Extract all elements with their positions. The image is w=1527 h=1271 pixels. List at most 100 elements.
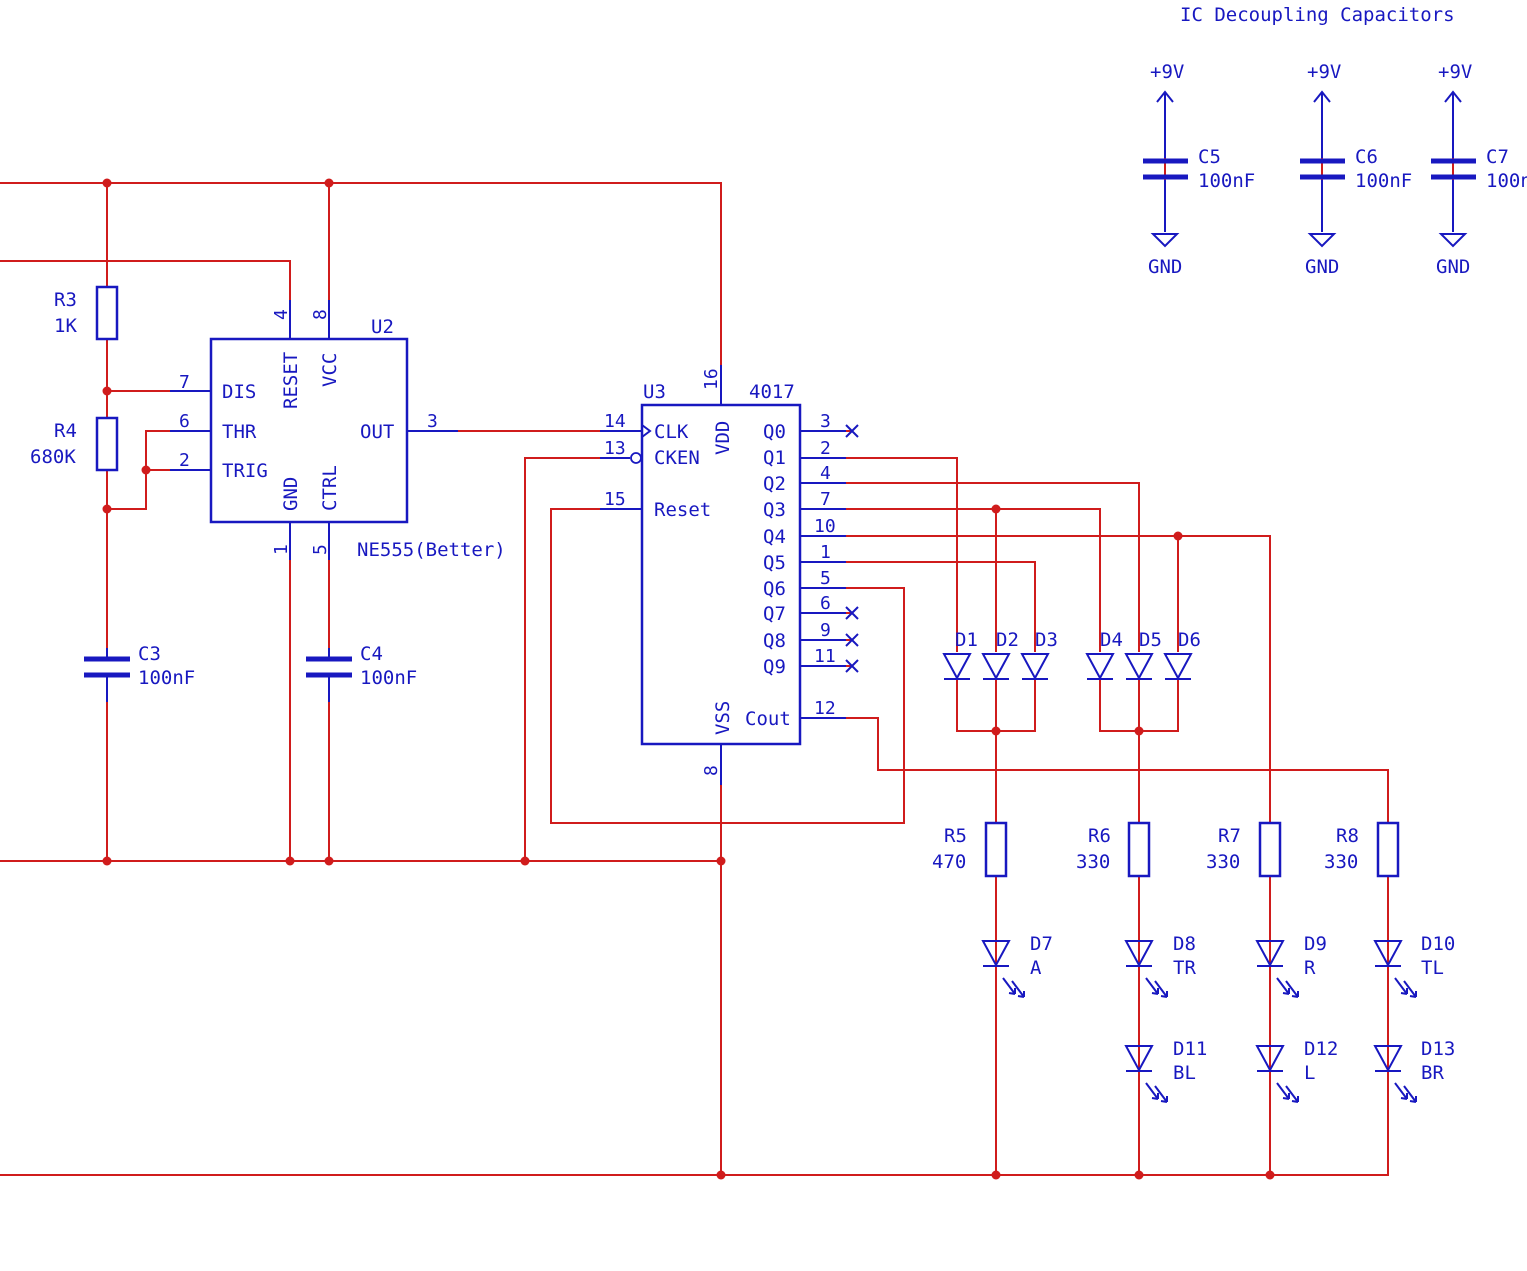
decoupling-c7: +9V GND C7 100nF — [1431, 61, 1527, 278]
pin-out: OUT — [360, 421, 394, 443]
cap-ref: C5 — [1198, 146, 1221, 168]
pin-number: 3 — [427, 411, 438, 432]
pin-number: 8 — [701, 765, 722, 776]
led-ref: D9 — [1304, 933, 1327, 955]
pin-number: 5 — [820, 568, 831, 589]
resistor-r5: R5 470 — [932, 821, 1008, 878]
pin-number: 6 — [820, 593, 831, 614]
resistor-ref: R5 — [944, 825, 967, 847]
cap-value: 100nF — [360, 667, 417, 689]
pin-gnd: GND — [280, 477, 302, 511]
wires — [0, 118, 1454, 1176]
resistor-value: 680K — [30, 446, 76, 468]
cap-value: 100nF — [1198, 170, 1255, 192]
decoupling-header: IC Decoupling Capacitors — [1180, 4, 1455, 26]
pin-vcc: VCC — [319, 353, 341, 387]
pin-number: 11 — [814, 646, 836, 667]
pin-number: 4 — [820, 463, 831, 484]
pin-trig: TRIG — [222, 460, 268, 482]
decoupling-c5: +9V GND C5 100nF — [1143, 61, 1255, 278]
led-label: BR — [1421, 1062, 1444, 1084]
pin-number: 2 — [179, 450, 190, 471]
pin-number: 4 — [271, 309, 292, 320]
led-ref: D11 — [1173, 1038, 1207, 1060]
pin-q2: Q2 — [763, 473, 786, 495]
decoupling-c6: +9V GND C6 100nF — [1300, 61, 1412, 278]
pin-number: 7 — [179, 372, 190, 393]
resistor-value: 1K — [54, 315, 77, 337]
led-ref: D10 — [1421, 933, 1455, 955]
pin-number: 10 — [814, 516, 836, 537]
pin-thr: THR — [222, 421, 257, 443]
led-label: R — [1304, 957, 1316, 979]
resistor-value: 330 — [1206, 851, 1240, 873]
diode-d4: D4 — [1085, 629, 1123, 681]
cap-ref: C4 — [360, 643, 383, 665]
resistor-r4: R4 680K — [30, 416, 119, 472]
diode-d1: D1 — [942, 629, 978, 681]
led-ref: D12 — [1304, 1038, 1338, 1060]
pin-number: 16 — [701, 368, 722, 390]
led-d12: D12 L — [1255, 1038, 1338, 1103]
led-label: A — [1030, 957, 1042, 979]
pin-ctrl: CTRL — [319, 465, 341, 511]
pin-cout: Cout — [745, 708, 791, 730]
resistor-r6: R6 330 — [1076, 821, 1151, 878]
pin-number: 14 — [604, 411, 626, 432]
pin-reset: RESET — [280, 352, 302, 409]
pin-q8: Q8 — [763, 630, 786, 652]
led-ref: D13 — [1421, 1038, 1455, 1060]
resistor-value: 330 — [1324, 851, 1358, 873]
pin-number: 6 — [179, 411, 190, 432]
led-label: TR — [1173, 957, 1196, 979]
gnd-label: GND — [1305, 256, 1339, 278]
diode-ref: D6 — [1178, 629, 1201, 651]
diode-ref: D3 — [1035, 629, 1058, 651]
cap-value: 100nF — [138, 667, 195, 689]
power-label: +9V — [1307, 61, 1341, 83]
pin-cken: CKEN — [654, 447, 700, 469]
pin-number: 7 — [820, 489, 831, 510]
pin-number: 1 — [820, 542, 831, 563]
pin-q6: Q6 — [763, 578, 786, 600]
gnd-label: GND — [1436, 256, 1470, 278]
pin-q3: Q3 — [763, 499, 786, 521]
led-label: TL — [1421, 957, 1444, 979]
ic-u3: U3 4017 CLK CKEN Reset 14 13 15 VDD VSS … — [600, 365, 846, 785]
power-label: +9V — [1150, 61, 1184, 83]
diode-ref: D4 — [1100, 629, 1123, 651]
pin-number: 9 — [820, 620, 831, 641]
pin-number: 15 — [604, 489, 626, 510]
pin-vdd: VDD — [712, 421, 734, 455]
ic-ref: U2 — [371, 316, 394, 338]
led-label: L — [1304, 1062, 1315, 1084]
cap-ref: C3 — [138, 643, 161, 665]
resistor-ref: R8 — [1336, 825, 1359, 847]
pin-number: 2 — [820, 438, 831, 459]
diode-d3: D3 — [1020, 629, 1058, 681]
resistor-value: 330 — [1076, 851, 1110, 873]
led-d9: D9 R — [1255, 933, 1327, 998]
resistor-ref: R7 — [1218, 825, 1241, 847]
capacitor-c4: C4 100nF — [306, 643, 417, 702]
diode-d2: D2 — [981, 629, 1019, 681]
cap-ref: C7 — [1486, 146, 1509, 168]
no-connect-markers — [845, 424, 859, 673]
led-ref: D8 — [1173, 933, 1196, 955]
pin-q1: Q1 — [763, 447, 786, 469]
cap-ref: C6 — [1355, 146, 1378, 168]
steering-diodes: D1 D2 D3 D4 D5 D6 — [942, 629, 1201, 681]
power-label: +9V — [1438, 61, 1472, 83]
pin-dis: DIS — [222, 381, 256, 403]
pin-q9: Q9 — [763, 656, 786, 678]
pin-q0: Q0 — [763, 421, 786, 443]
ic-value: NE555(Better) — [357, 539, 506, 561]
cap-value: 100nF — [1355, 170, 1412, 192]
gnd-label: GND — [1148, 256, 1182, 278]
resistor-ref: R6 — [1088, 825, 1111, 847]
resistor-r8: R8 330 — [1324, 821, 1400, 878]
pin-reset: Reset — [654, 499, 711, 521]
resistor-ref: R4 — [54, 420, 77, 442]
ic-value: 4017 — [749, 381, 795, 403]
